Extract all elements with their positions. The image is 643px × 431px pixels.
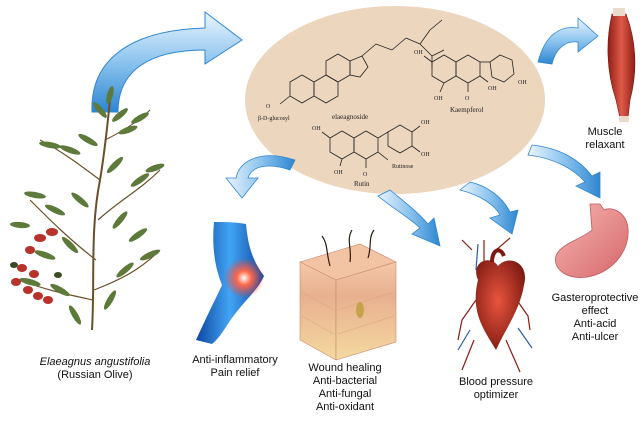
elaeagnoside-substituent: β-D-glucosyl bbox=[258, 116, 290, 122]
stomach-line1: Gasteroprotective bbox=[551, 292, 639, 304]
plant-label: Elaeagnus angustifolia (Russian Olive) bbox=[20, 356, 170, 382]
skin-line3: Anti-fungal bbox=[318, 388, 372, 400]
arrow-to-stomach bbox=[527, 144, 601, 199]
arrow-to-muscle bbox=[537, 17, 599, 65]
anti-inflammatory-line1: Anti-inflammatory bbox=[192, 354, 278, 366]
skin-line1: Wound healing bbox=[308, 362, 382, 374]
kaempferol-name: Kaempferol bbox=[450, 106, 483, 114]
anti-inflammatory-label: Anti-inflammatory Pain relief bbox=[170, 354, 300, 380]
kaempferol-oh-4: OH bbox=[518, 80, 527, 86]
heart-line2: optimizer bbox=[473, 389, 519, 401]
rutin-structure bbox=[321, 124, 421, 168]
arrow-to-anti-inflammatory bbox=[225, 155, 296, 199]
anti-inflammatory-line2: Pain relief bbox=[210, 367, 260, 379]
stomach-line2: effect bbox=[581, 305, 609, 317]
kaempferol-oh-3: OH bbox=[488, 86, 497, 92]
kaempferol-structure bbox=[423, 54, 515, 93]
russian-olive-plant bbox=[10, 86, 165, 331]
rutin-name: Rutin bbox=[354, 180, 370, 188]
arrow-to-heart bbox=[459, 181, 519, 235]
plant-common-name: (Russian Olive) bbox=[57, 369, 133, 381]
muscle-line1: Muscle bbox=[587, 126, 623, 138]
skin-label: Wound healing Anti-bacterial Anti-fungal… bbox=[290, 362, 400, 414]
kaempferol-oh-2: OH bbox=[434, 96, 443, 102]
plant-species: Elaeagnus angustifolia bbox=[39, 356, 151, 368]
skin-line4: Anti-oxidant bbox=[315, 401, 375, 413]
stomach-line3: Anti-acid bbox=[573, 318, 617, 330]
heart-line1: Blood pressure bbox=[459, 376, 533, 388]
knee-illustration bbox=[196, 222, 264, 344]
rutin-oh-2: OH bbox=[334, 170, 343, 176]
rutin-oh-1: OH bbox=[312, 126, 321, 132]
plant-to-compounds-arrow bbox=[91, 10, 243, 113]
stomach-line4: Anti-ulcer bbox=[571, 331, 619, 343]
arrow-to-skin bbox=[377, 189, 441, 247]
heart-label: Blood pressure optimizer bbox=[446, 376, 546, 402]
rutin-oh-3: OH bbox=[421, 120, 430, 126]
heart-illustration bbox=[457, 237, 533, 373]
rutin-oh-4: OH bbox=[421, 152, 430, 158]
rutin-substituent: Rutinose bbox=[392, 164, 414, 170]
rutin-o-label: O bbox=[363, 172, 368, 178]
kaempferol-oh-1: OH bbox=[414, 50, 423, 56]
compounds-ellipse bbox=[245, 6, 545, 194]
kaempferol-o-label: O bbox=[465, 96, 470, 102]
muscle-line2: relaxant bbox=[585, 139, 625, 151]
skin-line2: Anti-bacterial bbox=[312, 375, 378, 387]
muscle-illustration bbox=[607, 8, 636, 122]
elaeagnoside-name: elaeagnoside bbox=[332, 113, 368, 121]
stomach-label: Gasteroprotective effect Anti-acid Anti-… bbox=[548, 292, 642, 344]
muscle-label: Muscle relaxant bbox=[570, 126, 640, 152]
elaeagnoside-o-label: O bbox=[266, 104, 271, 110]
skin-illustration bbox=[299, 229, 397, 361]
stomach-illustration bbox=[555, 203, 629, 278]
